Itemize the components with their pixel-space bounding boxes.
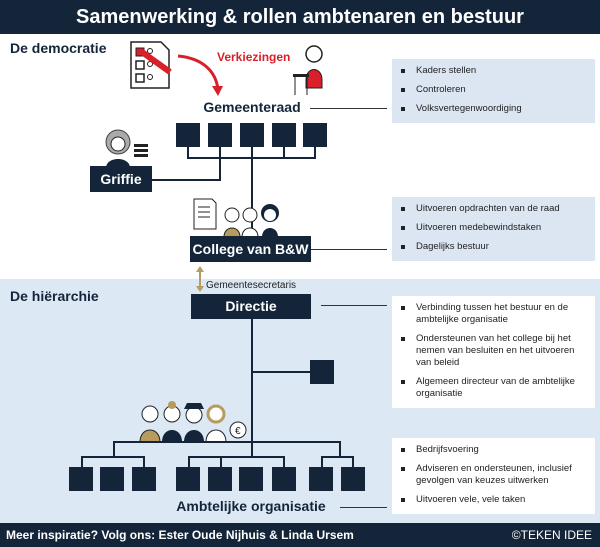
connector (113, 441, 115, 457)
info-item: Uitvoeren opdrachten van de raad (398, 203, 589, 215)
department (309, 467, 333, 491)
board-connector (321, 305, 387, 306)
elections-label: Verkiezingen (217, 50, 291, 64)
connector (81, 456, 145, 458)
connector (352, 456, 354, 468)
council-member (303, 123, 327, 147)
college-box: College van B&W (190, 236, 311, 262)
connector (81, 456, 83, 468)
main-connector (251, 147, 253, 237)
civil-service-info-box: Bedrijfsvoering Adviseren en ondersteune… (392, 438, 595, 514)
council-member (272, 123, 296, 147)
section-democracy: De democratie (10, 40, 107, 56)
department (176, 467, 200, 491)
college-connector (311, 249, 387, 250)
page-title: Samenwerking & rollen ambtenaren en best… (0, 0, 600, 34)
section-hierarchy: De hiërarchie (10, 288, 99, 304)
civil-service-connector (340, 507, 387, 508)
connector (339, 441, 341, 457)
double-arrow-icon (196, 266, 204, 292)
svg-text:€: € (235, 426, 241, 437)
info-item: Kaders stellen (398, 65, 589, 77)
secretary-label: Gemeentesecretaris (206, 280, 297, 291)
connector (188, 456, 190, 468)
info-item: Controleren (398, 84, 589, 96)
info-item: Verbinding tussen het bestuur en de ambt… (398, 302, 589, 326)
civil-service-label: Ambtelijke organisatie (176, 498, 326, 514)
info-item: Bedrijfsvoering (398, 444, 589, 456)
info-item: Algemeen directeur van de ambtelijke org… (398, 376, 589, 400)
speaker-icon (293, 45, 323, 95)
connector (187, 147, 189, 159)
info-item: Volksvertegenwoordiging (398, 103, 589, 115)
ballot-icon (130, 41, 172, 89)
department (100, 467, 124, 491)
department (69, 467, 93, 491)
info-item: Ondersteunen van het college bij het nem… (398, 333, 589, 369)
council-member (240, 123, 264, 147)
connector (321, 456, 323, 468)
department (208, 467, 232, 491)
main-connector (251, 319, 253, 458)
election-arrow-icon (177, 54, 223, 96)
connector (219, 147, 221, 159)
info-item: Adviseren en ondersteunen, inclusief gev… (398, 463, 589, 487)
council-member (208, 123, 232, 147)
department (132, 467, 156, 491)
connector (283, 456, 285, 468)
civil-servants-icon: € (139, 401, 247, 442)
college-members-icon (193, 198, 279, 237)
department (272, 467, 296, 491)
council-connector (310, 108, 387, 109)
footer: Meer inspiratie? Volg ons: Ester Oude Ni… (0, 523, 600, 547)
board-info-box: Verbinding tussen het bestuur en de ambt… (392, 296, 595, 408)
connector (220, 456, 222, 468)
connector (321, 456, 354, 458)
council-member (176, 123, 200, 147)
clerk-icon (105, 129, 148, 168)
info-item: Uitvoeren medebewindstaken (398, 222, 589, 234)
footer-copyright: ©TEKEN IDEE (511, 528, 592, 542)
college-info-box: Uitvoeren opdrachten van de raad Uitvoer… (392, 197, 595, 261)
connector (113, 441, 341, 443)
connector (219, 157, 221, 181)
registry-box: Griffie (90, 166, 152, 192)
department (239, 467, 263, 491)
footer-credits: Meer inspiratie? Volg ons: Ester Oude Ni… (6, 528, 354, 542)
info-item: Dagelijks bestuur (398, 241, 589, 253)
council-info-box: Kaders stellen Controleren Volksvertegen… (392, 59, 595, 123)
connector (150, 179, 221, 181)
connector (314, 147, 316, 159)
connector (251, 371, 311, 373)
board-box: Directie (191, 294, 311, 319)
connector (283, 147, 285, 159)
connector (143, 456, 145, 468)
department (341, 467, 365, 491)
staff-unit (310, 360, 334, 384)
info-item: Uitvoeren vele, vele taken (398, 494, 589, 506)
council-label: Gemeenteraad (203, 99, 301, 115)
connector (188, 456, 284, 458)
